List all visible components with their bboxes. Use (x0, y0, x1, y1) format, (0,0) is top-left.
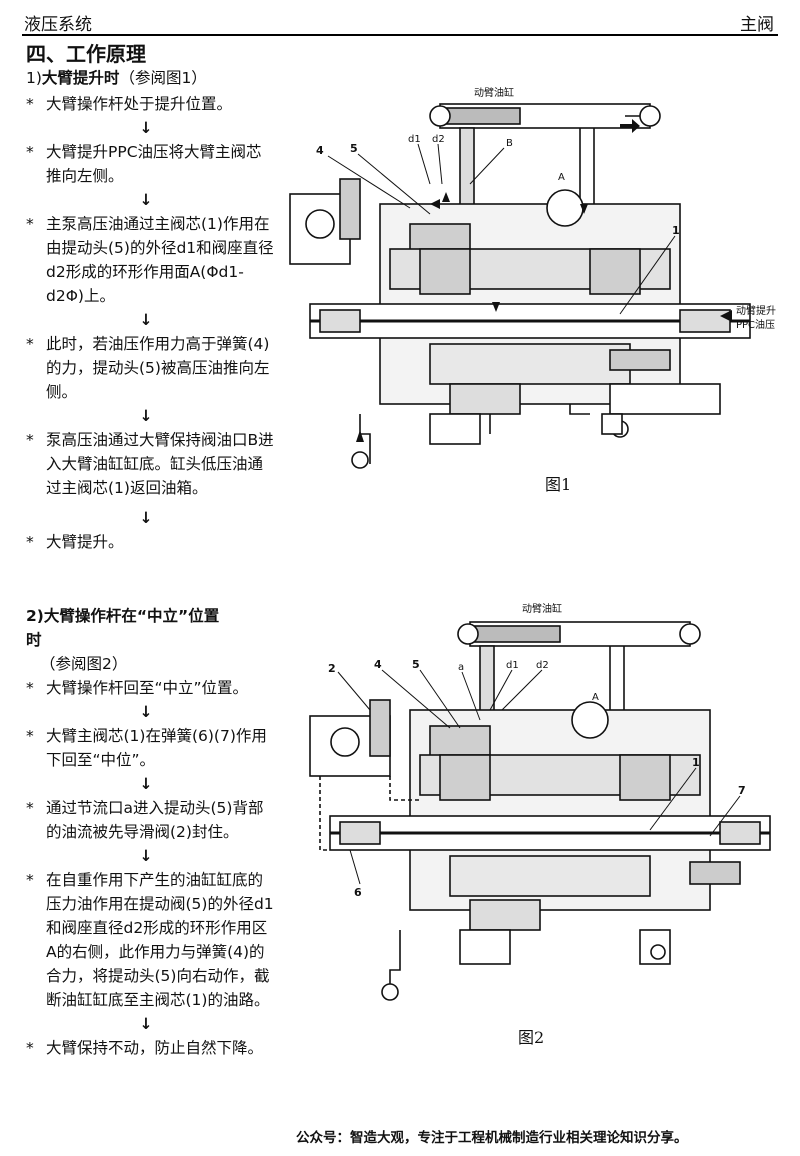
fig1-label-1: 1 (672, 224, 680, 237)
fig2-label-d2: d2 (536, 660, 549, 671)
part2-item-3: *通过节流口a进入提动头(5)背部的油流被先导滑阀(2)封住。 (26, 799, 264, 841)
fig2-label-5: 5 (412, 658, 420, 671)
part2-subtitle: （参阅图2） (40, 655, 128, 673)
flow-arrow: ↓ (139, 311, 153, 329)
header-right-title: 主阀 (740, 15, 774, 35)
footer-note: 公众号：智造大观，专注于工程机械制造行业相关理论知识分享。 (296, 1130, 688, 1146)
flow-arrow: ↓ (139, 119, 153, 137)
fig2-label-2: 2 (328, 662, 336, 675)
part2-item-4: *在自重作用下产生的油缸缸底的压力油作用在提动阀(5)的外径d1和阀座直径d2形… (26, 871, 274, 1009)
part1-item-1: *大臂操作杆处于提升位置。 (26, 95, 233, 113)
part1-title-prefix: 1) (26, 69, 42, 87)
figure1-svg: 动臂油缸 4 5 d1 d2 B A 1 动臂提升 PPC油压 (289, 86, 776, 469)
part2-title-line2: 时 (26, 631, 42, 649)
section-title: 四、工作原理 (26, 42, 146, 66)
part1-title: 1)大臂提升时（参阅图1） (26, 66, 276, 90)
part1-text: 1)大臂提升时（参阅图1） *大臂操作杆处于提升位置。 ↓ *大臂提升PPC油压… (26, 66, 276, 554)
flow-arrow: ↓ (139, 775, 153, 793)
part1-item-3: *主泵高压油通过主阀芯(1)作用在由提动头(5)的外径d1和阀座直径d2形成的环… (26, 215, 274, 305)
fig2-label-1: 1 (692, 756, 700, 769)
page-header: 液压系统 主阀 (22, 4, 778, 36)
fig1-label-d1: d1 (408, 134, 421, 145)
part2-text: 2)大臂操作杆在“中立”位置 时 （参阅图2） *大臂操作杆回至“中立”位置。 … (26, 604, 276, 1058)
fig1-label-d2: d2 (432, 134, 445, 145)
fig2-label-a: A (592, 692, 599, 703)
flow-arrow: ↓ (139, 847, 153, 865)
part1-item-6: *大臂提升。 (26, 533, 124, 551)
fig1-label-b: B (506, 138, 513, 149)
part1-title-rest: （参阅图1） (119, 69, 207, 87)
part1-title-bold: 大臂提升时 (41, 69, 120, 87)
fig2-label-7: 7 (738, 784, 746, 797)
fig1-cylinder-label: 动臂油缸 (474, 86, 514, 99)
part2-item-5: *大臂保持不动，防止自然下降。 (26, 1039, 264, 1057)
part1-item-4: *此时，若油压作用力高于弹簧(4)的力，提动头(5)被高压油推向左侧。 (26, 335, 270, 401)
fig1-label-5: 5 (350, 142, 358, 155)
fig1-ppc-label-1: 动臂提升 (736, 304, 776, 317)
header-left-title: 液压系统 (24, 15, 92, 35)
flow-arrow: ↓ (139, 191, 153, 209)
fig1-label-4: 4 (316, 144, 324, 157)
fig2-cylinder-label: 动臂油缸 (522, 602, 562, 615)
part1-item-2: *大臂提升PPC油压将大臂主阀芯推向左侧。 (26, 143, 262, 185)
fig2-label-d1: d1 (506, 660, 519, 671)
fig1-ppc-label-2: PPC油压 (736, 318, 775, 331)
fig2-label-4: 4 (374, 658, 382, 671)
part2-title-line1: 2)大臂操作杆在“中立”位置 (26, 607, 220, 625)
part2-item-1: *大臂操作杆回至“中立”位置。 (26, 679, 249, 697)
flow-arrow: ↓ (139, 1015, 153, 1033)
figure1-caption: 图1 (545, 475, 572, 494)
part2-title: 2)大臂操作杆在“中立”位置 时 (26, 604, 276, 652)
part1-item-5: *泵高压油通过大臂保持阀油口B进入大臂油缸缸底。缸头低压油通过主阀芯(1)返回油… (26, 431, 274, 497)
figure2-svg: 动臂油缸 2 4 5 a d1 d2 A 1 7 6 (309, 602, 771, 1001)
flow-arrow: ↓ (139, 509, 153, 527)
figure2-caption: 图2 (518, 1028, 545, 1047)
figure2-diagram: 动臂油缸 2 4 5 a d1 d2 A 1 7 6 (290, 600, 780, 1020)
figure1-diagram: 动臂油缸 4 5 d1 d2 B A 1 动臂提升 PPC油压 (280, 84, 790, 474)
fig2-label-6: 6 (354, 886, 362, 899)
fig2-label-a-small: a (458, 662, 464, 673)
flow-arrow: ↓ (139, 703, 153, 721)
flow-arrow: ↓ (139, 407, 153, 425)
fig1-label-a: A (558, 172, 565, 183)
part2-item-2: *大臂主阀芯(1)在弹簧(6)(7)作用下回至“中位”。 (26, 727, 267, 769)
